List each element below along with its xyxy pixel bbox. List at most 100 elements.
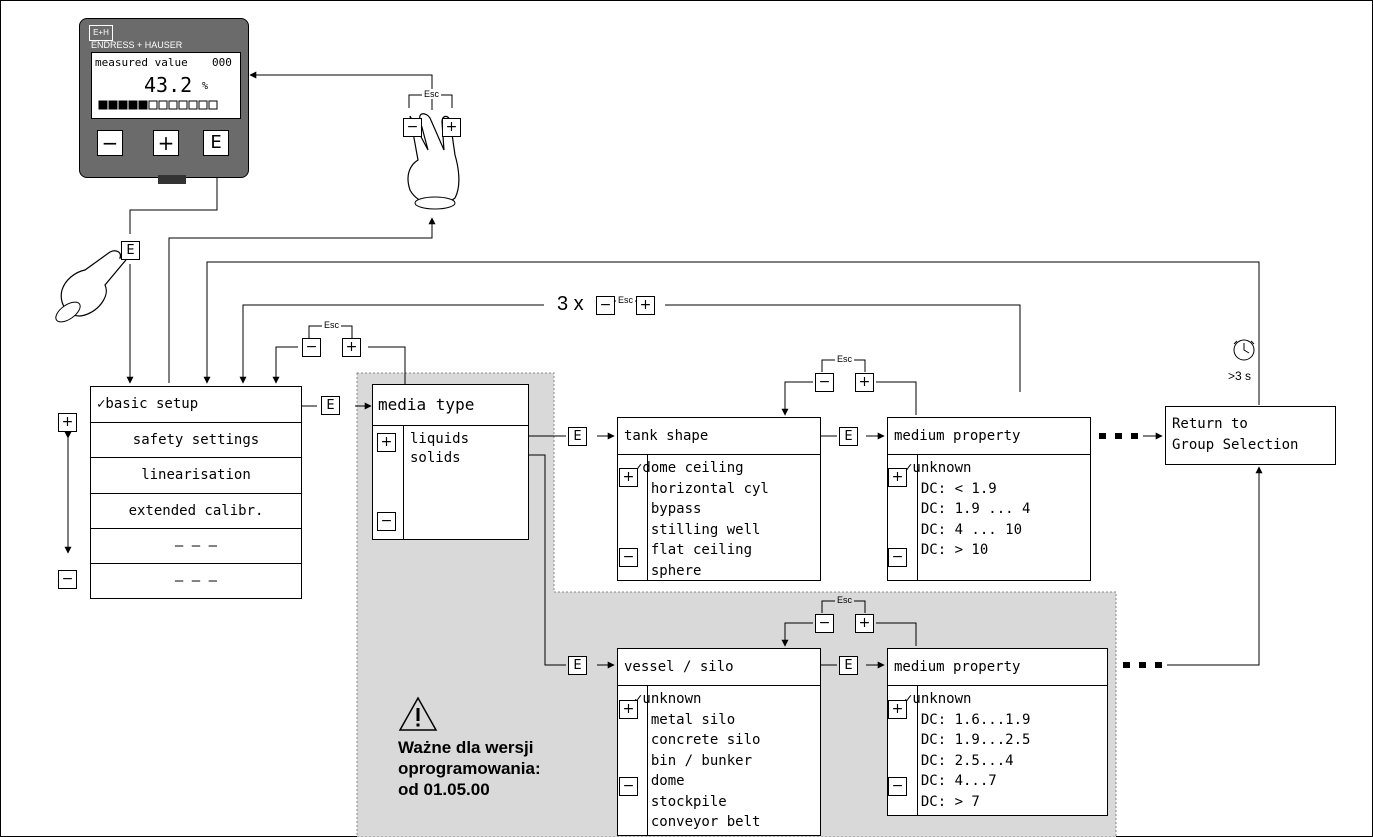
tank-shape-option[interactable]: stilling well — [634, 521, 761, 538]
tank-minus-key[interactable]: − — [619, 548, 638, 567]
medium-property-liquids-option[interactable]: ✓unknown — [904, 460, 972, 476]
media-type-menu: media type liquids solids — [372, 384, 529, 540]
vessel-silo-option[interactable]: concrete silo — [634, 732, 761, 748]
medium-property-liquids-menu: medium property ✓unknown DC: < 1.9 DC: 1… — [887, 417, 1091, 581]
esc-plus-key-media[interactable]: + — [342, 338, 361, 357]
return-line1: Return to — [1172, 416, 1248, 432]
return-line2: Group Selection — [1172, 437, 1299, 453]
device-e-button[interactable]: E — [203, 130, 229, 156]
esc-plus-key-tank[interactable]: + — [855, 373, 874, 392]
lcd-bar-segment — [128, 100, 138, 110]
medium-property-solids-option[interactable]: DC: > 7 — [904, 793, 980, 810]
media-e-key-solids[interactable]: E — [568, 656, 587, 675]
medium-property-solids-option[interactable]: ✓unknown — [904, 691, 972, 707]
device-plus-button[interactable]: + — [153, 130, 179, 156]
lcd-bar-segment — [108, 100, 118, 110]
vessel-silo-option[interactable]: dome — [634, 773, 685, 789]
mpl-plus-key[interactable]: + — [888, 468, 907, 487]
vessel-silo-option[interactable]: conveyor belt — [634, 814, 761, 830]
esc-plus-key-3x[interactable]: + — [636, 296, 655, 315]
media-plus-key[interactable]: + — [377, 433, 396, 452]
group-menu-item[interactable]: extended calibr. — [91, 492, 301, 528]
media-type-title: media type — [373, 385, 528, 426]
mpl-minus-key[interactable]: − — [888, 548, 907, 567]
device-logo-icon: E+H — [89, 25, 113, 41]
media-e-key-liquids[interactable]: E — [568, 427, 587, 446]
tank-shape-option[interactable]: flat ceiling — [634, 542, 753, 558]
media-option-solids[interactable]: solids — [410, 450, 461, 466]
vessel-silo-option[interactable]: metal silo — [634, 711, 736, 728]
tank-shape-option[interactable]: ✓dome ceiling — [634, 460, 744, 476]
esc-minus-key-tank[interactable]: − — [815, 373, 834, 392]
group-menu-item[interactable]: ✓basic setup — [97, 396, 199, 412]
mps-minus-key[interactable]: − — [888, 777, 907, 796]
media-minus-key[interactable]: − — [377, 512, 396, 531]
medium-property-solids-option[interactable]: DC: 2.5...4 — [904, 752, 1014, 769]
vessel-silo-option[interactable]: bin / bunker — [634, 752, 753, 769]
vessel-silo-options-area: ✓unknown metal silo concrete silo bin / … — [634, 686, 821, 836]
group-minus-key[interactable]: − — [58, 570, 77, 589]
tank-shape-option[interactable]: bypass — [634, 501, 702, 517]
esc-label-media: Esc — [322, 320, 342, 330]
return-to-group-selection-box[interactable]: Return to Group Selection — [1165, 406, 1336, 465]
vessel-minus-key[interactable]: − — [619, 777, 638, 796]
device-lcd: measured value 000 43.2 % — [91, 52, 241, 119]
group-menu-item[interactable]: linearisation — [91, 457, 301, 492]
medium-property-liquids-option[interactable]: DC: 1.9 ... 4 — [904, 501, 1031, 517]
repeat-label: 3 x — [557, 293, 584, 315]
esc-label-tank: Esc — [835, 354, 855, 364]
vessel-plus-key[interactable]: + — [619, 700, 638, 719]
lcd-bar-segment — [148, 100, 158, 110]
lcd-bar-segment — [158, 100, 168, 110]
vessel-silo-option[interactable]: ✓unknown — [634, 691, 702, 707]
medium-property-solids-options-area: ✓unknown DC: 1.6...1.9 DC: 1.9...2.5 DC:… — [904, 686, 1108, 816]
tank-shape-options-area: ✓dome ceiling horizontal cyl bypass stil… — [634, 455, 821, 581]
media-option-liquids[interactable]: liquids — [410, 431, 470, 447]
medium-property-solids-option[interactable]: DC: 1.9...2.5 — [904, 732, 1031, 748]
medium-property-liquids-title: medium property — [888, 418, 1090, 455]
lcd-bar-segment — [118, 100, 128, 110]
e-key-device[interactable]: E — [121, 241, 140, 260]
group-menu-item[interactable]: – – – — [91, 527, 301, 563]
esc-label-vessel: Esc — [835, 595, 855, 605]
tank-shape-option[interactable]: horizontal cyl — [634, 480, 769, 497]
device-brand: ENDRESS + HAUSER — [91, 40, 183, 50]
lcd-code: 000 — [212, 56, 232, 69]
medium-property-solids-option[interactable]: DC: 1.6...1.9 — [904, 711, 1031, 728]
lcd-unit: % — [202, 81, 209, 92]
medium-property-liquids-option[interactable]: DC: > 10 — [904, 542, 989, 558]
lcd-bar-segment — [188, 100, 198, 110]
hand-pressing-e-icon — [55, 250, 132, 323]
medium-property-liquids-option[interactable]: DC: 4 ... 10 — [904, 521, 1023, 538]
esc-plus-key-vessel[interactable]: + — [855, 614, 874, 633]
warning-line1: Ważne dla wersji — [398, 738, 534, 757]
vessel-silo-menu: vessel / silo ✓unknown metal silo concre… — [617, 648, 821, 836]
esc-minus-key-vessel[interactable]: − — [815, 614, 834, 633]
esc-plus-key-top[interactable]: + — [442, 118, 461, 137]
tank-e-key[interactable]: E — [839, 427, 858, 446]
group-plus-key[interactable]: + — [58, 413, 77, 432]
esc-minus-key-3x[interactable]: − — [596, 296, 615, 315]
group-menu-item[interactable]: safety settings — [91, 422, 301, 457]
warning-triangle-icon — [398, 696, 438, 731]
esc-minus-key-media[interactable]: − — [302, 338, 321, 357]
vessel-silo-option[interactable]: stockpile — [634, 793, 727, 810]
group-menu-item[interactable]: – – – — [91, 563, 301, 598]
medium-property-liquids-option[interactable]: DC: < 1.9 — [904, 480, 997, 497]
medium-property-solids-option[interactable]: DC: 4...7 — [904, 773, 997, 789]
warning-line2: oprogramowania: — [398, 759, 541, 778]
tank-plus-key[interactable]: + — [619, 468, 638, 487]
tank-shape-title: tank shape — [618, 418, 820, 455]
lcd-bar-segment — [208, 100, 218, 110]
lcd-bar-segment — [98, 100, 108, 110]
device-minus-button[interactable]: − — [97, 130, 123, 156]
vessel-silo-title: vessel / silo — [618, 649, 820, 686]
mps-plus-key[interactable]: + — [888, 700, 907, 719]
esc-label-top: Esc — [422, 89, 442, 99]
vessel-e-key[interactable]: E — [839, 656, 858, 675]
tank-shape-option[interactable]: sphere — [634, 562, 702, 579]
clock-icon — [1233, 339, 1255, 361]
group-e-key[interactable]: E — [321, 396, 340, 415]
esc-minus-key-top[interactable]: − — [403, 118, 422, 137]
